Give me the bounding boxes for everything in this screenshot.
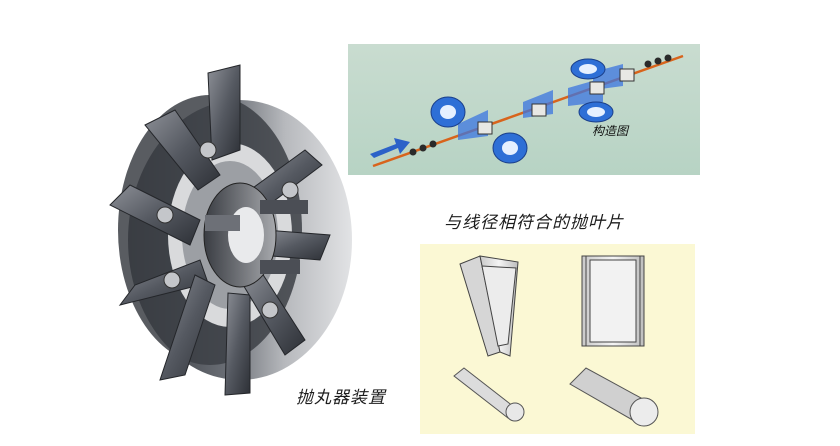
u-shaped-blade: [581, 255, 645, 347]
blades-panel: [420, 244, 695, 434]
structure-diagram: [370, 54, 684, 168]
wheel-drawing: [109, 64, 352, 396]
wire-guides: [477, 68, 635, 135]
shot-blaster-wheel-illustration: [90, 55, 360, 400]
structure-diagram-panel: [348, 44, 700, 175]
spools: [409, 54, 672, 156]
blades-title: 与线径相符合的抛叶片: [444, 213, 624, 232]
blue-arrow-icon: [370, 138, 410, 158]
v-shaped-blade: [459, 255, 519, 357]
thin-wire: [453, 367, 525, 422]
wheel-caption: 抛丸器装置: [296, 388, 386, 407]
thick-wire: [569, 367, 659, 427]
blast-wheels: [430, 58, 614, 164]
structure-diagram-caption: 构造图: [592, 124, 629, 138]
blades-drawing: [453, 255, 659, 427]
